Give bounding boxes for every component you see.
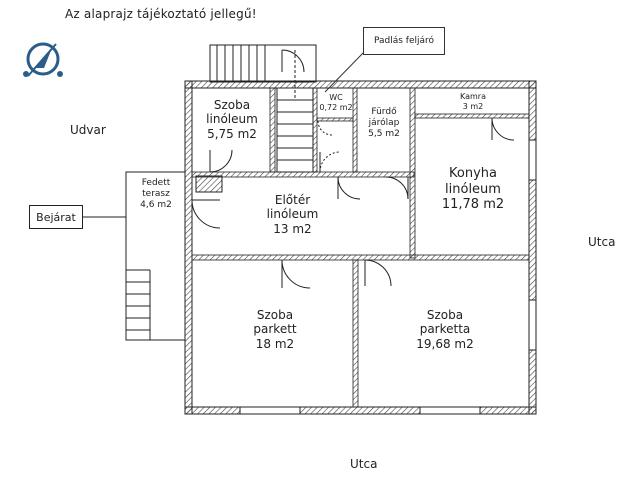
room-area: 18 m2 <box>255 336 295 351</box>
room-name: Konyha <box>449 166 497 181</box>
room-wc: WC 0,72 m2 <box>318 93 354 112</box>
room-konyha: Konyha linóleum 11,78 m2 <box>418 166 528 213</box>
loft-access-label: Padlás feljáró <box>363 27 445 55</box>
disclaimer-title: Az alaprajz tájékoztató jellegű! <box>65 7 257 21</box>
loft-stairs <box>209 44 317 173</box>
compass-icon <box>23 42 63 77</box>
room-floor: linóleum <box>266 207 319 222</box>
outer-walls <box>184 80 537 415</box>
interior-walls <box>191 87 530 408</box>
room-name: Szoba <box>426 308 464 322</box>
room-furdo: Fürdő járólap 5,5 m2 <box>357 107 411 139</box>
entrance-label: Bejárat <box>29 205 83 229</box>
terrace <box>83 171 223 341</box>
room-name: Fedett <box>141 178 171 188</box>
room-name: Kamra <box>460 92 486 101</box>
room-area: 5,5 m2 <box>368 128 400 139</box>
room-area: 4,6 m2 <box>140 199 172 210</box>
windows <box>239 139 537 415</box>
room-floor: parketta <box>419 322 471 337</box>
room-floor: parkett <box>253 322 297 337</box>
room-name: WC <box>329 93 343 102</box>
room-floor: linóleum <box>445 181 501 197</box>
room-name: Fürdő <box>371 107 397 117</box>
room-floor: járólap <box>368 117 400 128</box>
room-terasz: Fedett terasz 4,6 m2 <box>127 178 185 210</box>
room-eloter: Előtér linóleum 13 m2 <box>245 193 340 236</box>
room-name: Szoba <box>213 98 251 112</box>
street-right-label: Utca <box>588 235 616 249</box>
room-name: Előtér <box>274 193 311 207</box>
room-area: 3 m2 <box>462 101 484 111</box>
yard-label: Udvar <box>70 123 106 137</box>
room-area: 0,72 m2 <box>319 102 353 112</box>
room-area: 19,68 m2 <box>416 336 474 351</box>
room-szoba-small: Szoba linóleum 5,75 m2 <box>196 98 268 141</box>
room-szoba-left: Szoba parkett 18 m2 <box>230 308 320 351</box>
room-name: Szoba <box>256 308 294 322</box>
room-szoba-right: Szoba parketta 19,68 m2 <box>390 308 500 351</box>
room-area: 13 m2 <box>273 221 312 236</box>
room-area: 11,78 m2 <box>441 197 505 213</box>
loft-callout-line <box>324 49 367 93</box>
room-area: 5,75 m2 <box>207 126 257 141</box>
street-bottom-label: Utca <box>350 457 378 471</box>
door-swings <box>191 117 515 289</box>
room-kamra: Kamra 3 m2 <box>418 92 528 111</box>
room-floor: linóleum <box>206 112 258 127</box>
room-name-2: terasz <box>142 188 170 199</box>
